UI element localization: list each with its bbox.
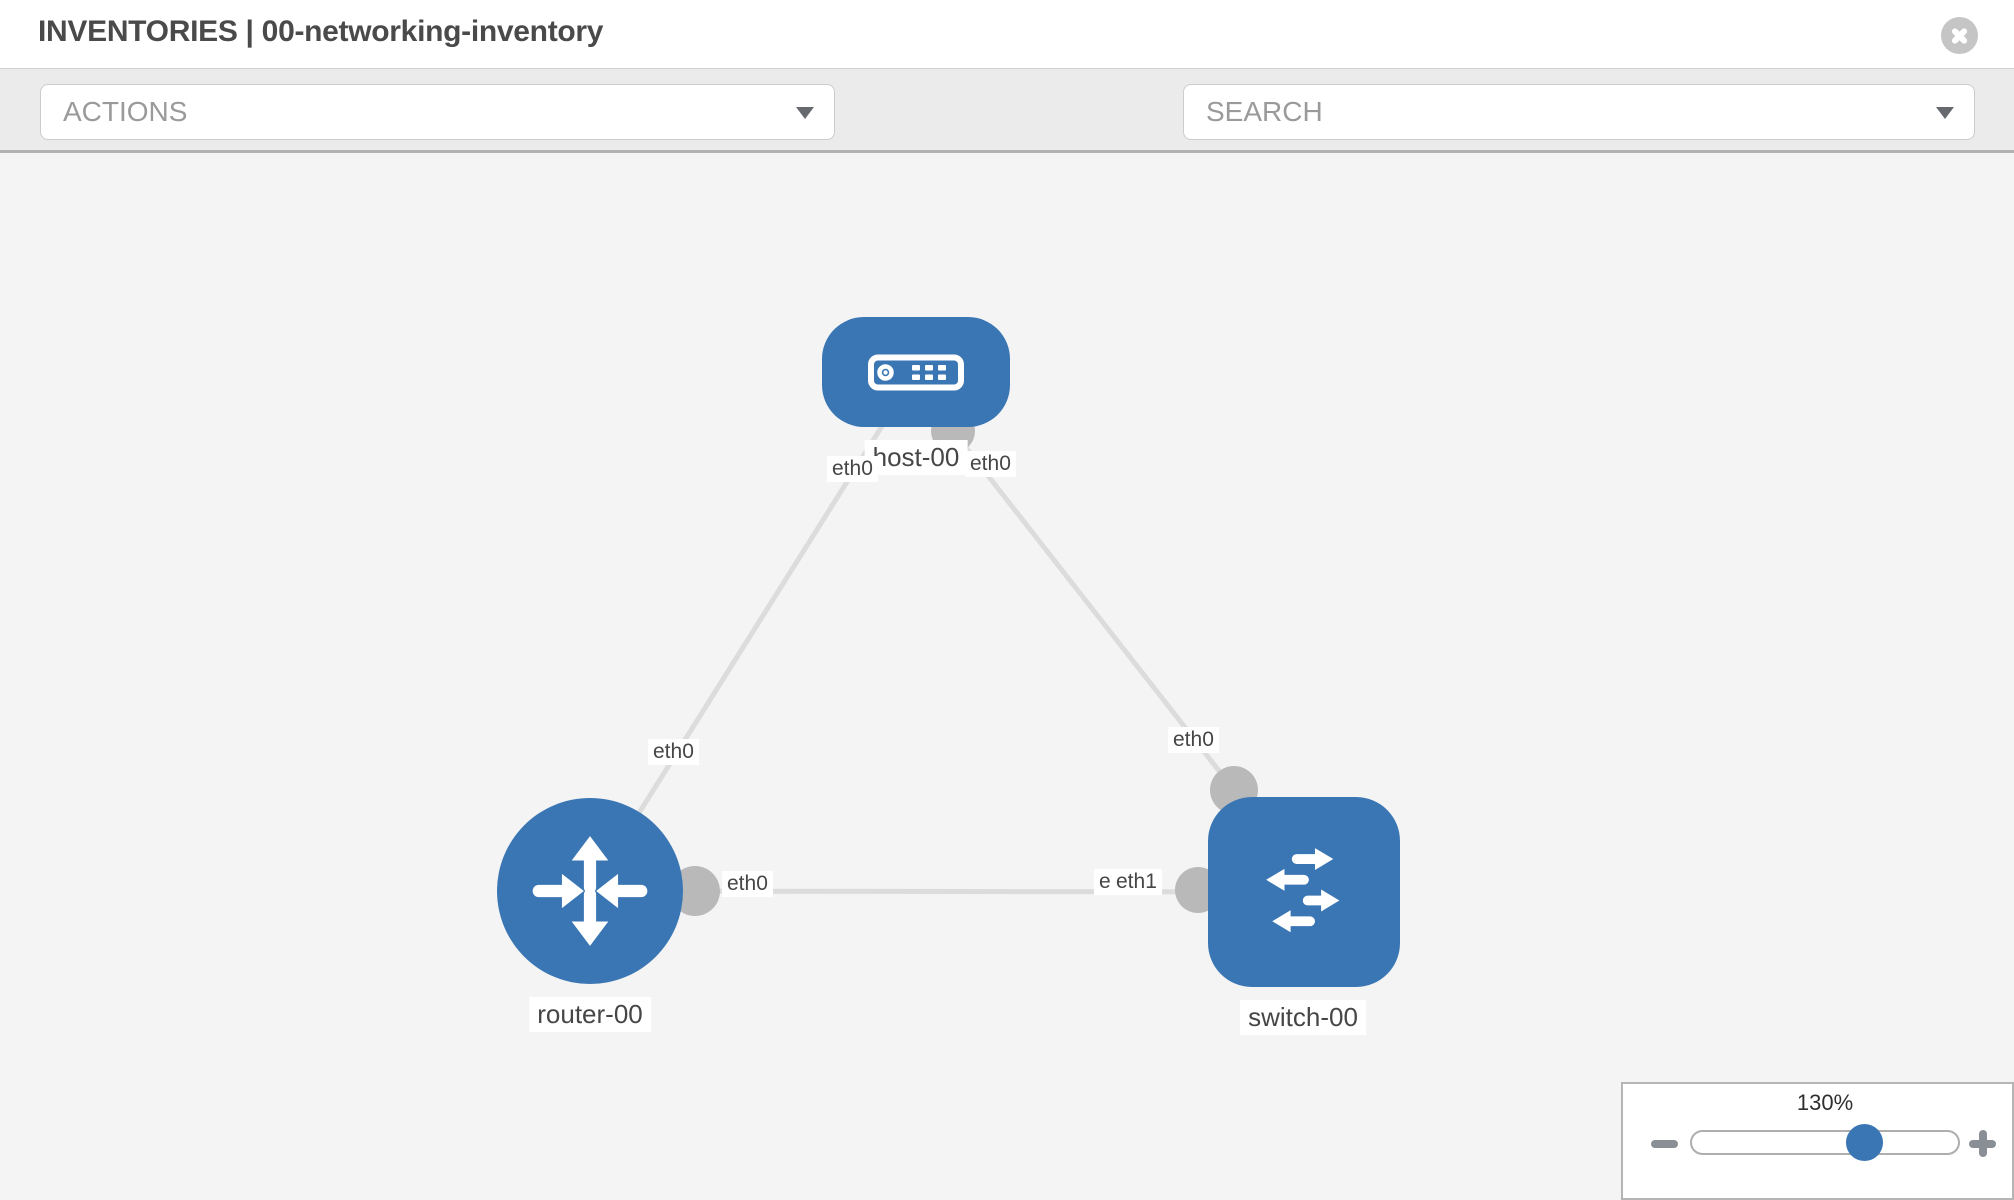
node-router-00[interactable] [497,798,683,984]
toolbar: ACTIONS SEARCH [0,69,2014,202]
interface-label: eth1 [1111,869,1162,895]
interface-label: eth0 [722,871,773,897]
plus-icon-bar [1978,1130,1987,1157]
router-arrows-icon [532,836,648,946]
switch-arrows-icon [1266,848,1340,933]
search-dropdown[interactable]: SEARCH [1183,84,1975,140]
close-button[interactable] [1941,17,1978,54]
chevron-down-icon [1936,107,1954,119]
node-host-00[interactable] [822,317,1010,427]
interface-label: eth0 [648,739,699,765]
topology-canvas[interactable]: host-00 router-00 switch-00 eth0 eth0 et… [0,153,2014,1200]
page-title: INVENTORIES | 00-networking-inventory [38,15,604,48]
node-switch-00[interactable] [1208,797,1400,987]
search-dropdown-label: SEARCH [1206,96,1323,127]
actions-dropdown-label: ACTIONS [63,96,188,127]
zoom-control-panel: 130% [1621,1082,2014,1200]
plus-icon[interactable] [1969,1130,1996,1157]
zoom-slider-track[interactable] [1690,1130,1960,1155]
minus-icon[interactable] [1651,1140,1678,1148]
node-label-router: router-00 [529,997,651,1032]
zoom-slider-thumb[interactable] [1846,1124,1883,1161]
interface-connector-router [670,866,720,916]
interface-label: eth0 [827,456,878,482]
host-device-icon [868,354,964,390]
interface-label: eth0 [1168,727,1219,753]
breadcrumb-header: INVENTORIES | 00-networking-inventory [0,0,2014,69]
node-label-switch: switch-00 [1240,1000,1366,1035]
actions-dropdown[interactable]: ACTIONS [40,84,835,140]
interface-label: eth0 [965,451,1016,477]
node-label-host: host-00 [864,440,968,475]
zoom-level: 130% [1796,1090,1854,1115]
chevron-down-icon [796,107,814,119]
